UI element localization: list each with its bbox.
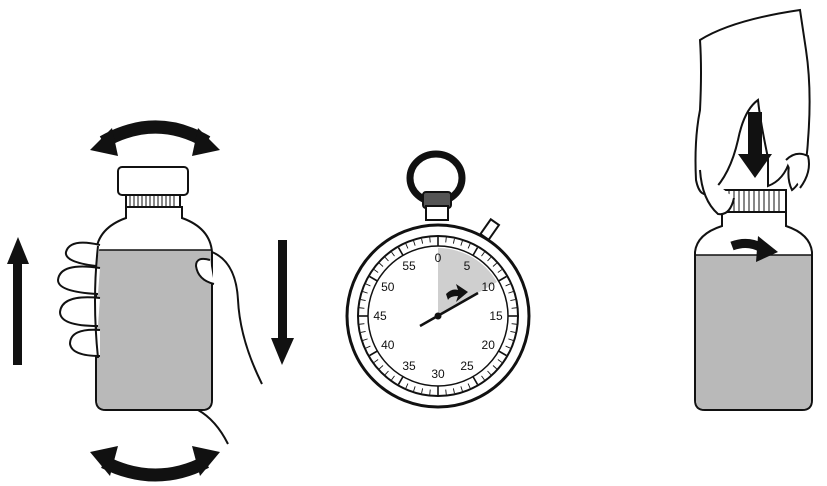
dial-number-55: 55 <box>402 259 416 273</box>
step-shake <box>7 127 294 476</box>
down-arrow-icon <box>271 240 294 365</box>
bottle-icon <box>695 190 812 410</box>
dial-tick <box>446 237 447 242</box>
dial-number-50: 50 <box>381 280 395 294</box>
dial-number-10: 10 <box>482 280 496 294</box>
dial-number-45: 45 <box>373 309 387 323</box>
dial-tick <box>359 324 364 325</box>
step-press-turn <box>695 10 812 410</box>
up-arrow-icon <box>7 237 29 365</box>
dial-number-5: 5 <box>464 259 471 273</box>
curved-arrow-icon <box>90 446 220 476</box>
curved-arrow-icon <box>90 127 220 156</box>
dial-tick <box>512 308 517 309</box>
dial-tick <box>430 390 431 395</box>
dial-tick <box>446 390 447 395</box>
dial-tick <box>359 308 364 309</box>
dial-number-20: 20 <box>482 338 496 352</box>
dial-number-25: 25 <box>460 359 474 373</box>
bottle-icon <box>96 167 212 410</box>
dial-number-35: 35 <box>402 359 416 373</box>
dial-tick <box>430 237 431 242</box>
dial-number-30: 30 <box>431 367 445 381</box>
dial-number-40: 40 <box>381 338 395 352</box>
stopwatch-icon: 0 5 10 15 20 25 30 35 40 45 50 55 <box>347 154 529 407</box>
dial-number-15: 15 <box>489 309 503 323</box>
dial-number-0: 0 <box>435 251 442 265</box>
dial-tick <box>512 324 517 325</box>
